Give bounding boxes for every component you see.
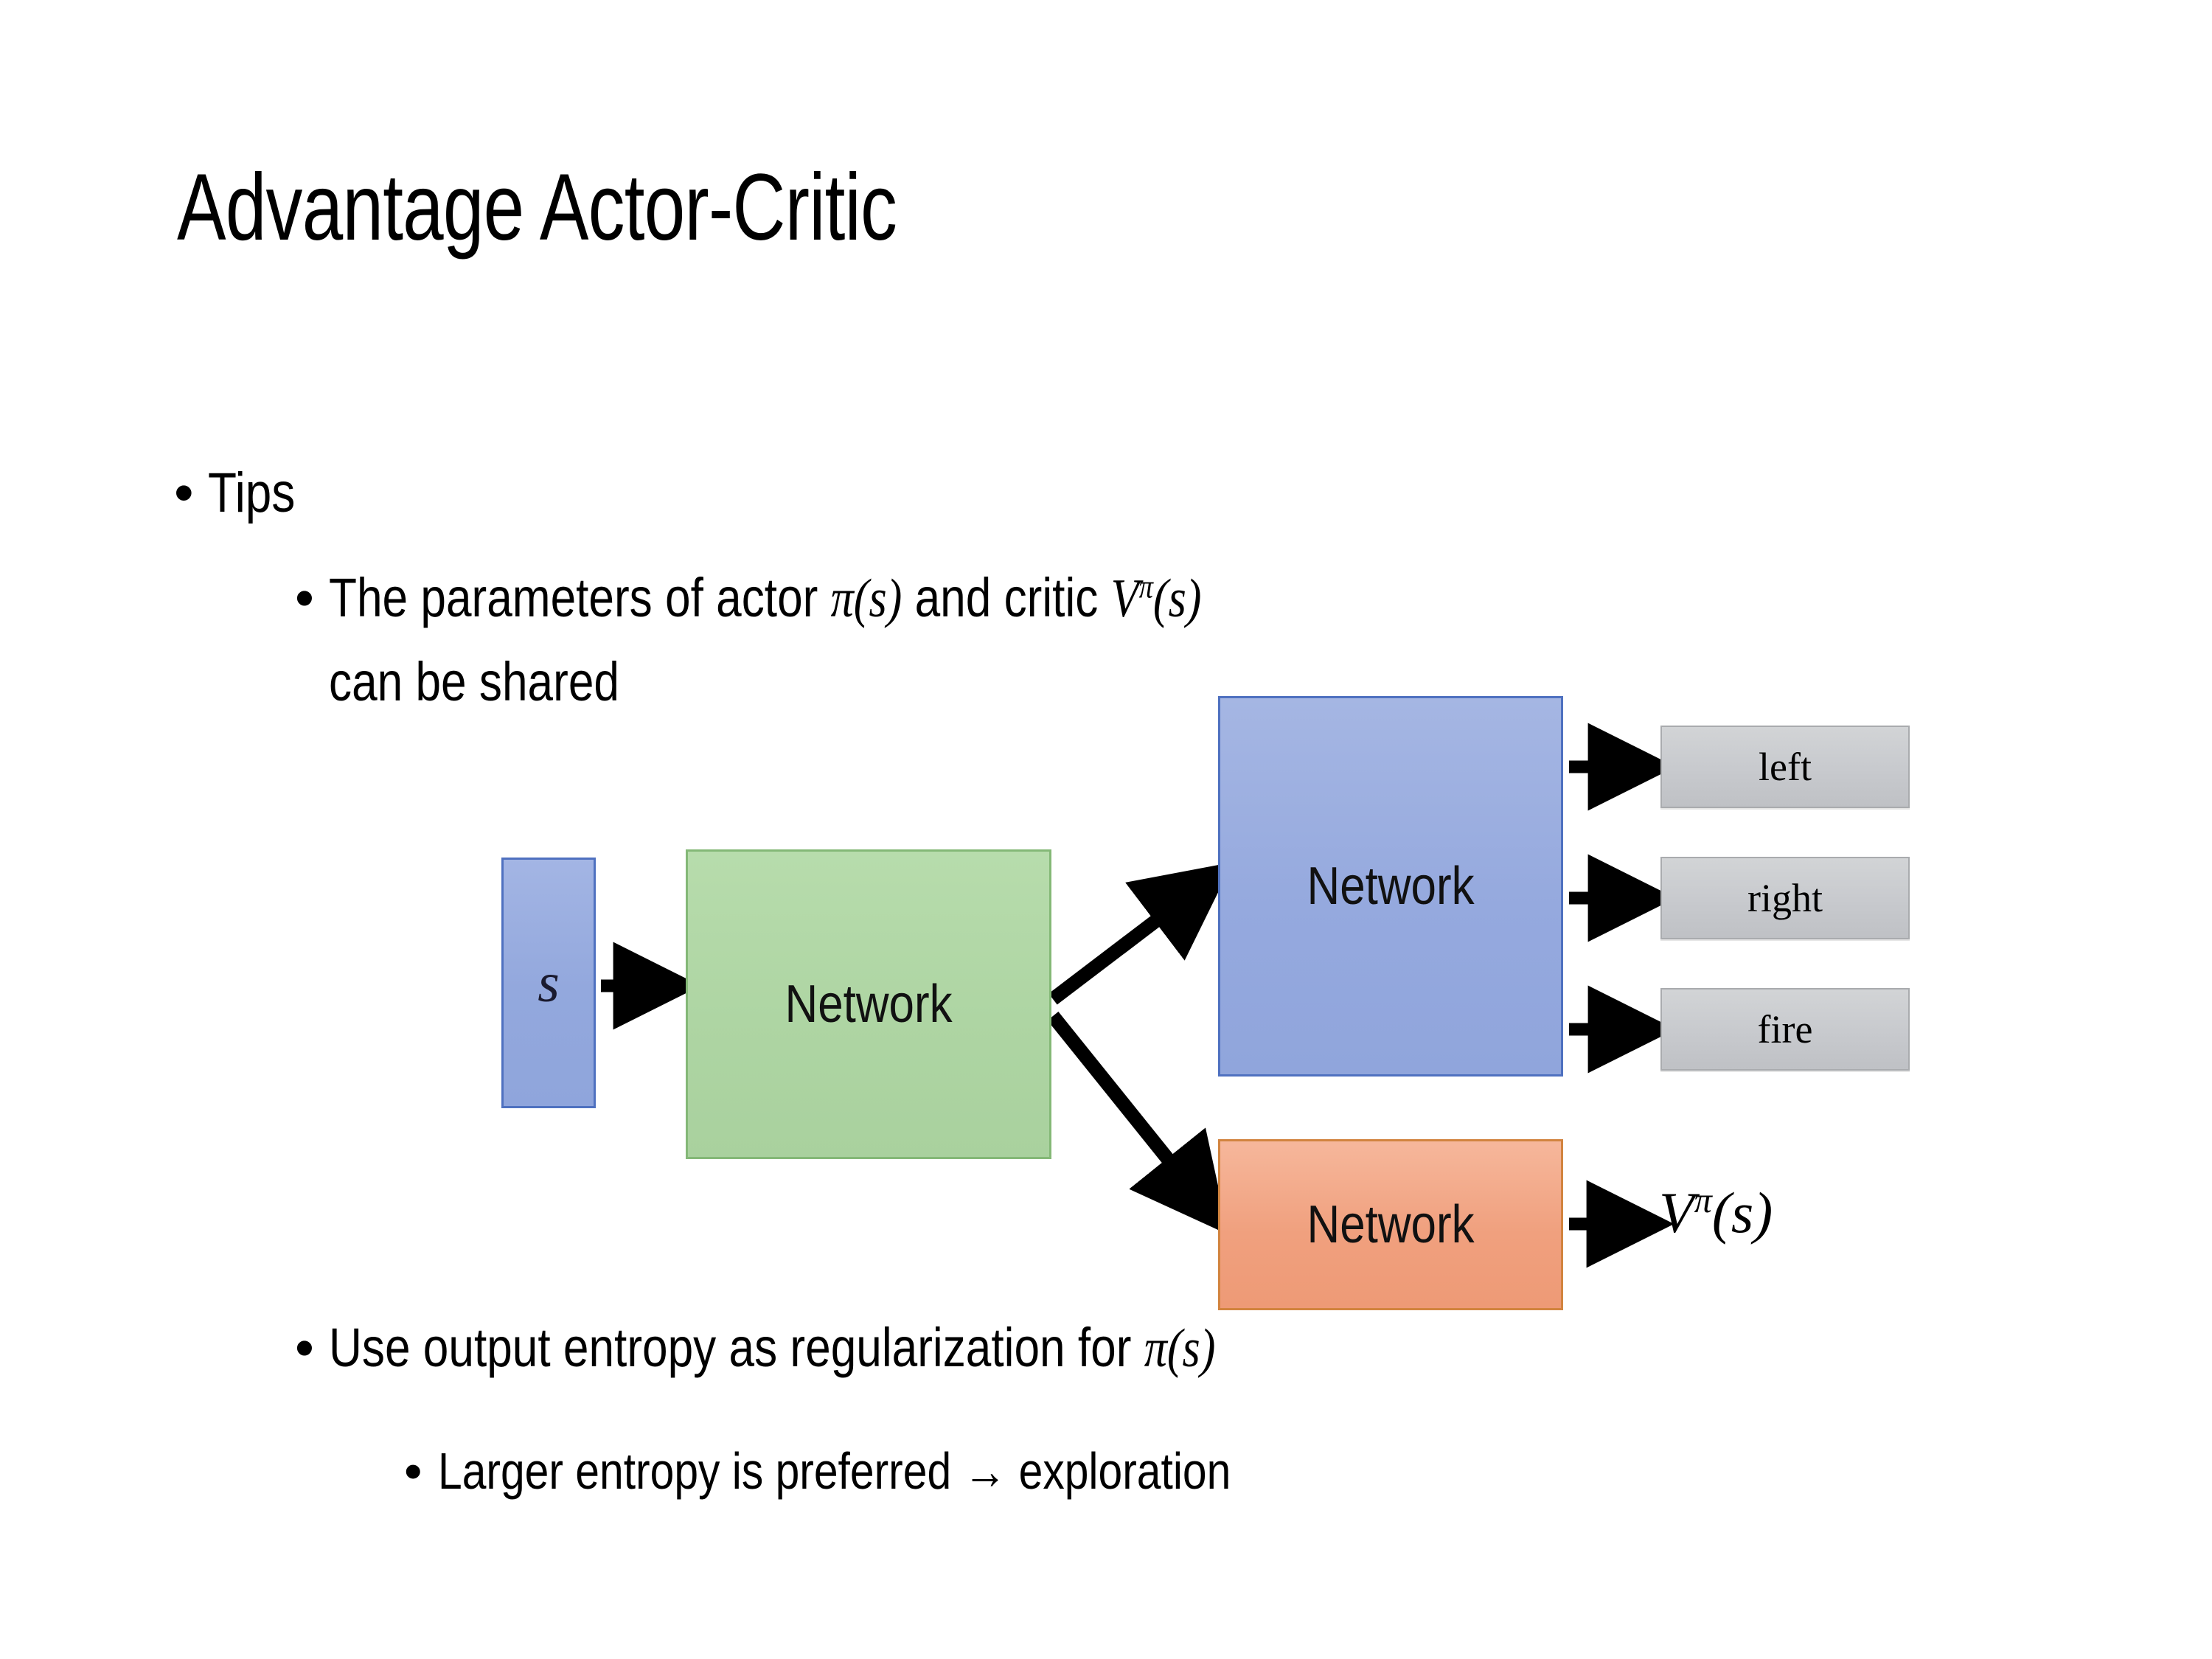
node-action-fire-label: fire xyxy=(1757,1007,1813,1051)
node-shared-network[interactable]: Network xyxy=(686,849,1051,1159)
bullet-marker-icon: • xyxy=(295,1317,314,1378)
bullet-shared-params-text-mid: and critic xyxy=(902,567,1111,628)
math-critic-v-superscript: π xyxy=(1138,567,1153,605)
arrow-shared-to-actor-network xyxy=(1048,862,1234,1005)
critic-value-output-base: V xyxy=(1659,1180,1694,1245)
bullet-marker-icon: • xyxy=(174,462,194,524)
bullet-larger-entropy-label: Larger entropy is preferred → exploratio… xyxy=(438,1442,1231,1500)
node-state-input[interactable]: s xyxy=(501,858,596,1108)
node-action-left[interactable]: left xyxy=(1660,726,1910,808)
node-action-right-label: right xyxy=(1747,876,1823,920)
bullet-shared-params-text-pre: The parameters of actor xyxy=(329,567,831,628)
critic-value-output-arg: (s) xyxy=(1711,1180,1773,1245)
bullet-shared-params-line2-label: can be shared xyxy=(329,651,619,712)
node-action-fire[interactable]: fire xyxy=(1660,988,1910,1071)
node-critic-network[interactable]: Network xyxy=(1218,1139,1563,1310)
node-state-input-label: s xyxy=(538,951,560,1014)
math-critic-v-base: V xyxy=(1110,568,1139,629)
node-critic-network-label: Network xyxy=(1307,1195,1475,1254)
math-policy-pi-s: π(s) xyxy=(1144,1318,1216,1379)
bullet-tips-label: Tips xyxy=(208,462,296,524)
node-actor-network-label: Network xyxy=(1307,857,1475,916)
math-critic-v: Vπ(s) xyxy=(1110,567,1202,629)
page-title: Advantage Actor-Critic xyxy=(177,155,897,260)
bullet-tips: •Tips xyxy=(174,461,312,525)
critic-value-output-label: Vπ(s) xyxy=(1659,1180,1773,1246)
bullet-shared-params-line1: •The parameters of actor π(s) and critic… xyxy=(295,566,1368,630)
node-action-left-label: left xyxy=(1759,745,1812,789)
node-actor-network[interactable]: Network xyxy=(1218,696,1563,1077)
arrow-shared-to-critic-network xyxy=(1047,1012,1229,1235)
bullet-larger-entropy: • Larger entropy is preferred → explorati… xyxy=(404,1441,1382,1500)
node-action-right[interactable]: right xyxy=(1660,857,1910,939)
node-shared-network-label: Network xyxy=(785,975,953,1034)
math-actor-pi-s: π(s) xyxy=(830,568,902,629)
math-critic-v-arg: (s) xyxy=(1152,568,1202,629)
bullet-marker-icon: • xyxy=(404,1442,422,1500)
bullet-marker-icon: • xyxy=(295,567,314,628)
bullet-shared-params-line2: can be shared xyxy=(295,650,675,713)
bullet-entropy-regularization: •Use output entropy as regularization fo… xyxy=(295,1316,1384,1380)
bullet-entropy-text: Use output entropy as regularization for xyxy=(329,1317,1144,1378)
critic-value-output-superscript: π xyxy=(1694,1181,1712,1220)
